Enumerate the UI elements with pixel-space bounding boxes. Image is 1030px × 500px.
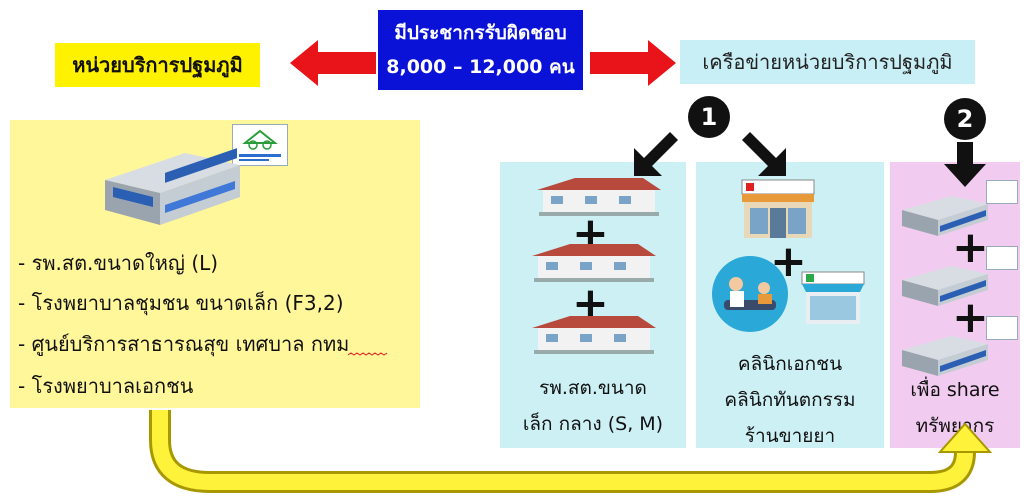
plus-icon: + (952, 292, 989, 343)
badge-one: 1 (688, 96, 730, 138)
unit-type-item: - โรงพยาบาลเอกชน (18, 374, 194, 398)
small-building-icon (902, 336, 988, 376)
primary-care-unit-title-text: หน่วยบริการปฐมภูมิ (72, 53, 243, 77)
right-arrow-icon (590, 40, 676, 86)
unit-type-item: - รพ.สต.ขนาดใหญ่ (L) (18, 251, 219, 275)
pharmacy-icon (801, 271, 865, 324)
arrow-down-icon (944, 142, 986, 187)
badge-two: 2 (944, 98, 986, 140)
health-station-house-icon (532, 244, 656, 282)
mini-sign-icon (986, 180, 1018, 204)
small-building-icon (902, 266, 988, 306)
curved-yellow-arrow-icon (149, 410, 993, 493)
plus-icon: + (952, 222, 989, 273)
medical-clinic-icon (741, 179, 815, 238)
left-arrow-icon (290, 40, 376, 86)
unit-type-item: - ศูนย์บริการสาธารณสุข เทศบาล กทม (18, 332, 350, 356)
resource-sharing-line2: ทรัพยากร (915, 415, 995, 437)
resource-sharing-line1: เพื่อ share (910, 379, 1000, 401)
health-station-house-icon (537, 178, 661, 216)
resource-sharing-label: เพื่อ share ทรัพยากร (890, 372, 1020, 444)
private-clinic-line2: คลินิกทันตกรรม (724, 389, 856, 411)
private-clinic-line1: คลินิกเอกชน (737, 353, 843, 375)
small-medium-station-label: รพ.สต.ขนาด เล็ก กลาง (S, M) (500, 370, 686, 442)
mini-sign-icon (986, 246, 1018, 270)
health-station-house-icon (532, 316, 656, 354)
population-range: 8,000 – 12,000 คน (386, 56, 575, 78)
population-label: มีประชากรรับผิดชอบ (394, 22, 567, 44)
arrow-down-left-icon (634, 132, 678, 176)
health-center-building-icon (105, 148, 240, 225)
unit-type-item: - โรงพยาบาลชุมชน ขนาดเล็ก (F3,2) (18, 291, 344, 315)
population-box: มีประชากรรับผิดชอบ 8,000 – 12,000 คน (378, 10, 583, 90)
pcu-sign-icon (232, 124, 288, 166)
mini-sign-icon (986, 316, 1018, 340)
arrow-down-right-icon (742, 132, 786, 176)
small-building-icon (902, 196, 988, 236)
primary-care-network-title-text: เครือข่ายหน่วยบริการปฐมภูมิ (702, 50, 953, 74)
primary-care-unit-title: หน่วยบริการปฐมภูมิ (55, 43, 260, 87)
private-clinic-line3: ร้านขายยา (744, 425, 836, 447)
small-medium-station-line2: เล็ก กลาง (S, M) (522, 413, 664, 435)
primary-care-network-title: เครือข่ายหน่วยบริการปฐมภูมิ (680, 40, 975, 84)
spellcheck-underline (348, 352, 388, 356)
dental-clinic-icon (712, 256, 788, 332)
small-medium-station-line1: รพ.สต.ขนาด (539, 377, 647, 399)
private-clinic-label: คลินิกเอกชน คลินิกทันตกรรม ร้านขายยา (696, 346, 884, 454)
